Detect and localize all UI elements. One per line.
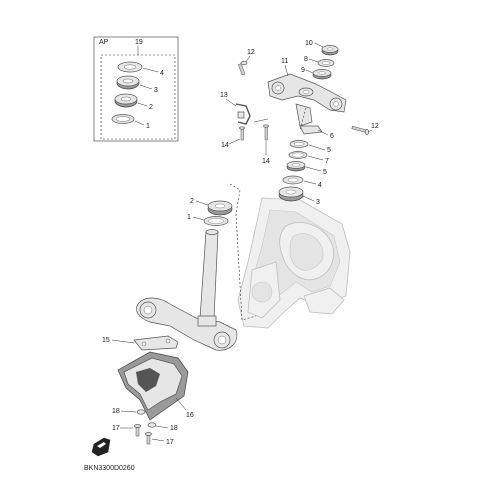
callout-10: 10 [305,40,313,47]
upper-assembly: 10 8 9 12 [220,40,379,206]
callout-12-right: 12 [371,123,379,130]
part-bolt-14-right [263,124,269,141]
part-washer-5-upper [289,140,309,148]
frame-head-pipe [237,197,351,329]
part-steering-stem [136,229,238,351]
diagram-code: BKN3300D0260 [84,465,135,472]
callout-11: 11 [281,58,288,65]
part-upper-bracket [267,73,347,127]
callout-4-kit: 4 [160,70,164,77]
callout-9: 9 [301,67,305,74]
callout-3-main: 3 [316,199,320,206]
callout-13: 13 [220,92,228,99]
part-upper-race [282,175,304,185]
part-upper-bearing-kit [116,75,140,90]
callout-16: 16 [186,412,194,419]
part-bracket-6 [299,125,323,135]
callout-8: 8 [304,56,308,63]
lower-assembly: 2 1 [136,183,257,351]
part-washer-8 [317,59,335,67]
callout-2-main: 2 [190,198,194,205]
part-upper-race-kit [117,61,143,73]
front-direction-icon [91,437,111,457]
part-washer-5-lower [286,161,306,172]
callout-17-right: 17 [166,439,174,446]
part-bolt-17-right [145,432,152,445]
callout-15: 15 [102,337,110,344]
part-upper-bearing [278,186,304,202]
part-bolt-17-left [134,424,141,437]
callout-7: 7 [325,158,329,165]
part-bolt-14-left [239,126,245,141]
part-lower-seal [203,216,229,226]
callout-5-lower: 5 [323,169,327,176]
part-cable-holder [235,103,251,125]
ap-kit-box: AP 19 4 3 2 1 [93,36,179,142]
part-bolt-12-right [351,125,369,135]
part-grommet-18-left [136,409,146,415]
callout-14-right: 14 [262,158,270,165]
part-cable-guide [133,335,179,351]
callout-18-left: 18 [112,408,120,415]
bottom-assembly: 15 16 18 17 18 [102,335,194,446]
part-lower-seal-kit [111,114,135,124]
callout-2-kit: 2 [149,104,153,111]
part-grommet-18-right [147,422,157,428]
part-ring-nut [321,45,339,56]
kit-tag: AP [99,39,109,46]
part-lower-cover [117,351,189,421]
callout-1-kit: 1 [146,123,150,130]
callout-19: 19 [135,39,143,46]
part-lower-bearing [207,200,233,216]
callout-18-right: 18 [170,425,178,432]
callout-3-kit: 3 [154,87,158,94]
callout-5-upper: 5 [327,147,331,154]
callout-12-top: 12 [247,49,255,56]
callout-14-left: 14 [221,142,229,149]
callout-6: 6 [330,133,334,140]
part-bolt-12-left [238,61,248,76]
callout-1-main: 1 [187,214,191,221]
part-lower-bearing-kit [114,93,138,108]
callout-17-left: 17 [112,425,120,432]
part-nut-9 [312,69,332,80]
callout-4-main: 4 [318,182,322,189]
part-ring-7 [288,151,308,159]
